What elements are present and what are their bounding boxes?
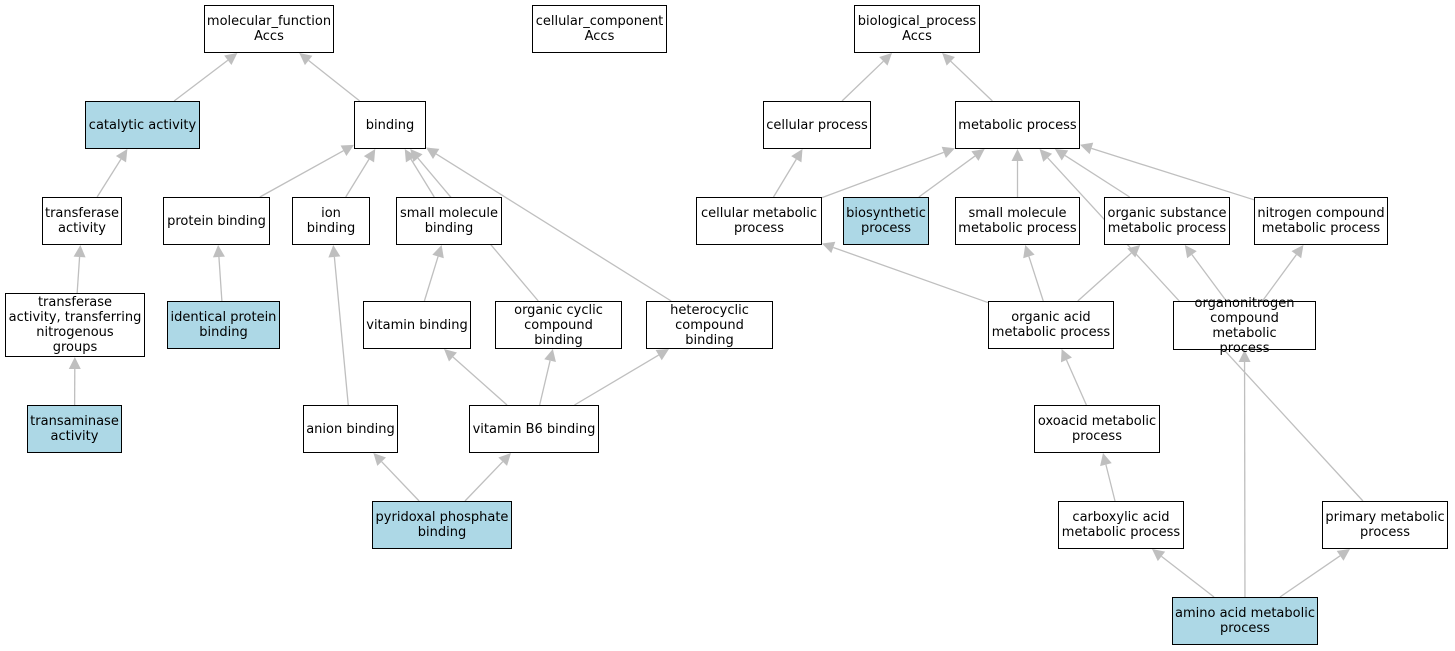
edge-binding-to-mf_root xyxy=(299,53,361,102)
edge-carboxylic-to-oxoacid xyxy=(1100,453,1116,502)
node-oxoacid-metabolic-process: oxoacid metabolic process xyxy=(1034,405,1160,453)
node-vitamin-b6-binding: vitamin B6 binding xyxy=(469,405,599,453)
node-biosynthetic-process: biosynthetic process xyxy=(843,197,929,245)
edge-nitrogen_compound-to-metabolic_process xyxy=(1080,142,1255,201)
edge-vitamin_b6-to-vitamin_binding xyxy=(444,349,508,406)
node-primary-metabolic-process: primary metabolic process xyxy=(1322,501,1448,549)
edge-cellular_metabolic-to-metabolic_process xyxy=(821,146,955,199)
node-transferase-activity: transferase activity xyxy=(42,197,122,245)
edge-organic_acid-to-organic_substance xyxy=(1077,245,1141,302)
node-organic-acid-metabolic-process: organic acid metabolic process xyxy=(988,301,1114,349)
edge-cellular_metabolic-to-cellular_process xyxy=(772,149,803,198)
node-small-molecule-binding: small molecule binding xyxy=(396,197,502,245)
edge-organonitrogen-to-nitrogen_compound xyxy=(1261,245,1304,302)
edge-vitamin_binding-to-small_molecule_binding xyxy=(423,245,444,302)
edge-pyridoxal-to-anion_binding xyxy=(373,453,420,502)
node-small-molecule-metabolic-process: small molecule metabolic process xyxy=(955,197,1080,245)
node-amino-acid-metabolic-process: amino acid metabolic process xyxy=(1172,597,1318,645)
edge-transferase_n-to-transferase xyxy=(73,245,86,294)
edge-organonitrogen-to-organic_substance xyxy=(1184,245,1227,302)
edge-anion_binding-to-ion_binding xyxy=(328,245,349,406)
edge-amino_acid-to-organonitrogen xyxy=(1238,350,1251,598)
node-metabolic-process: metabolic process xyxy=(955,101,1080,149)
node-anion-binding: anion binding xyxy=(303,405,398,453)
node-organonitrogen-compound-metabolic-process: organonitrogen compound metabolic proces… xyxy=(1173,296,1316,356)
node-cellular-process: cellular process xyxy=(763,101,871,149)
edge-vitamin_b6-to-heterocyclic xyxy=(574,349,669,406)
edge-catalytic-to-mf_root xyxy=(173,53,238,102)
node-protein-binding: protein binding xyxy=(163,197,270,245)
edge-pyridoxal-to-vitamin_b6 xyxy=(464,453,511,502)
edge-heterocyclic-to-binding xyxy=(426,147,672,302)
edge-biosynthetic-to-metabolic_process xyxy=(918,149,985,198)
edge-transaminase-to-transferase_n xyxy=(68,357,81,406)
edge-ion_binding-to-binding xyxy=(345,149,376,198)
node-transferase-nitrogenous-groups: transferase activity, transferring nitro… xyxy=(5,293,145,357)
edge-cellular_process-to-bp_root xyxy=(841,53,892,102)
edge-oxoacid-to-organic_acid xyxy=(1060,349,1087,406)
edge-vitamin_b6-to-organic_cyclic xyxy=(539,349,556,406)
node-biological-process-root: biological_process Accs xyxy=(854,5,980,53)
node-cellular-component-root: cellular_component Accs xyxy=(532,5,667,53)
edge-small_molecule_metabolic-to-metabolic_process xyxy=(1011,149,1024,197)
node-molecular-function-root: molecular_function Accs xyxy=(204,5,334,53)
node-nitrogen-compound-metabolic-process: nitrogen compound metabolic process xyxy=(1254,197,1388,245)
edge-metabolic_process-to-bp_root xyxy=(942,53,993,102)
edge-small_molecule_binding-to-binding xyxy=(404,149,435,198)
edge-amino_acid-to-carboxylic xyxy=(1152,549,1215,598)
edge-organic_acid-to-small_molecule_metabolic xyxy=(1023,245,1044,302)
node-cellular-metabolic-process: cellular metabolic process xyxy=(696,197,822,245)
node-organic-cyclic-compound-binding: organic cyclic compound binding xyxy=(495,301,622,349)
node-heterocyclic-compound-binding: heterocyclic compound binding xyxy=(646,301,773,349)
node-carboxylic-acid-metabolic-process: carboxylic acid metabolic process xyxy=(1058,501,1184,549)
node-vitamin-binding: vitamin binding xyxy=(363,301,471,349)
node-pyridoxal-phosphate-binding: pyridoxal phosphate binding xyxy=(372,501,512,549)
node-identical-protein-binding: identical protein binding xyxy=(167,301,280,349)
edge-transferase-to-catalytic xyxy=(96,149,128,198)
edge-protein_binding-to-binding xyxy=(259,144,354,198)
edge-identical_protein-to-protein_binding xyxy=(212,245,225,302)
edge-organic_acid-to-cellular_metabolic xyxy=(822,241,989,304)
node-ion-binding: ion binding xyxy=(292,197,370,245)
node-organic-substance-metabolic-process: organic substance metabolic process xyxy=(1104,197,1230,245)
node-catalytic-activity: catalytic activity xyxy=(85,101,200,149)
edge-amino_acid-to-primary_metabolic xyxy=(1279,549,1350,598)
node-binding: binding xyxy=(354,101,426,149)
edge-organic_substance-to-metabolic_process xyxy=(1054,149,1130,198)
node-transaminase-activity: transaminase activity xyxy=(27,405,122,453)
